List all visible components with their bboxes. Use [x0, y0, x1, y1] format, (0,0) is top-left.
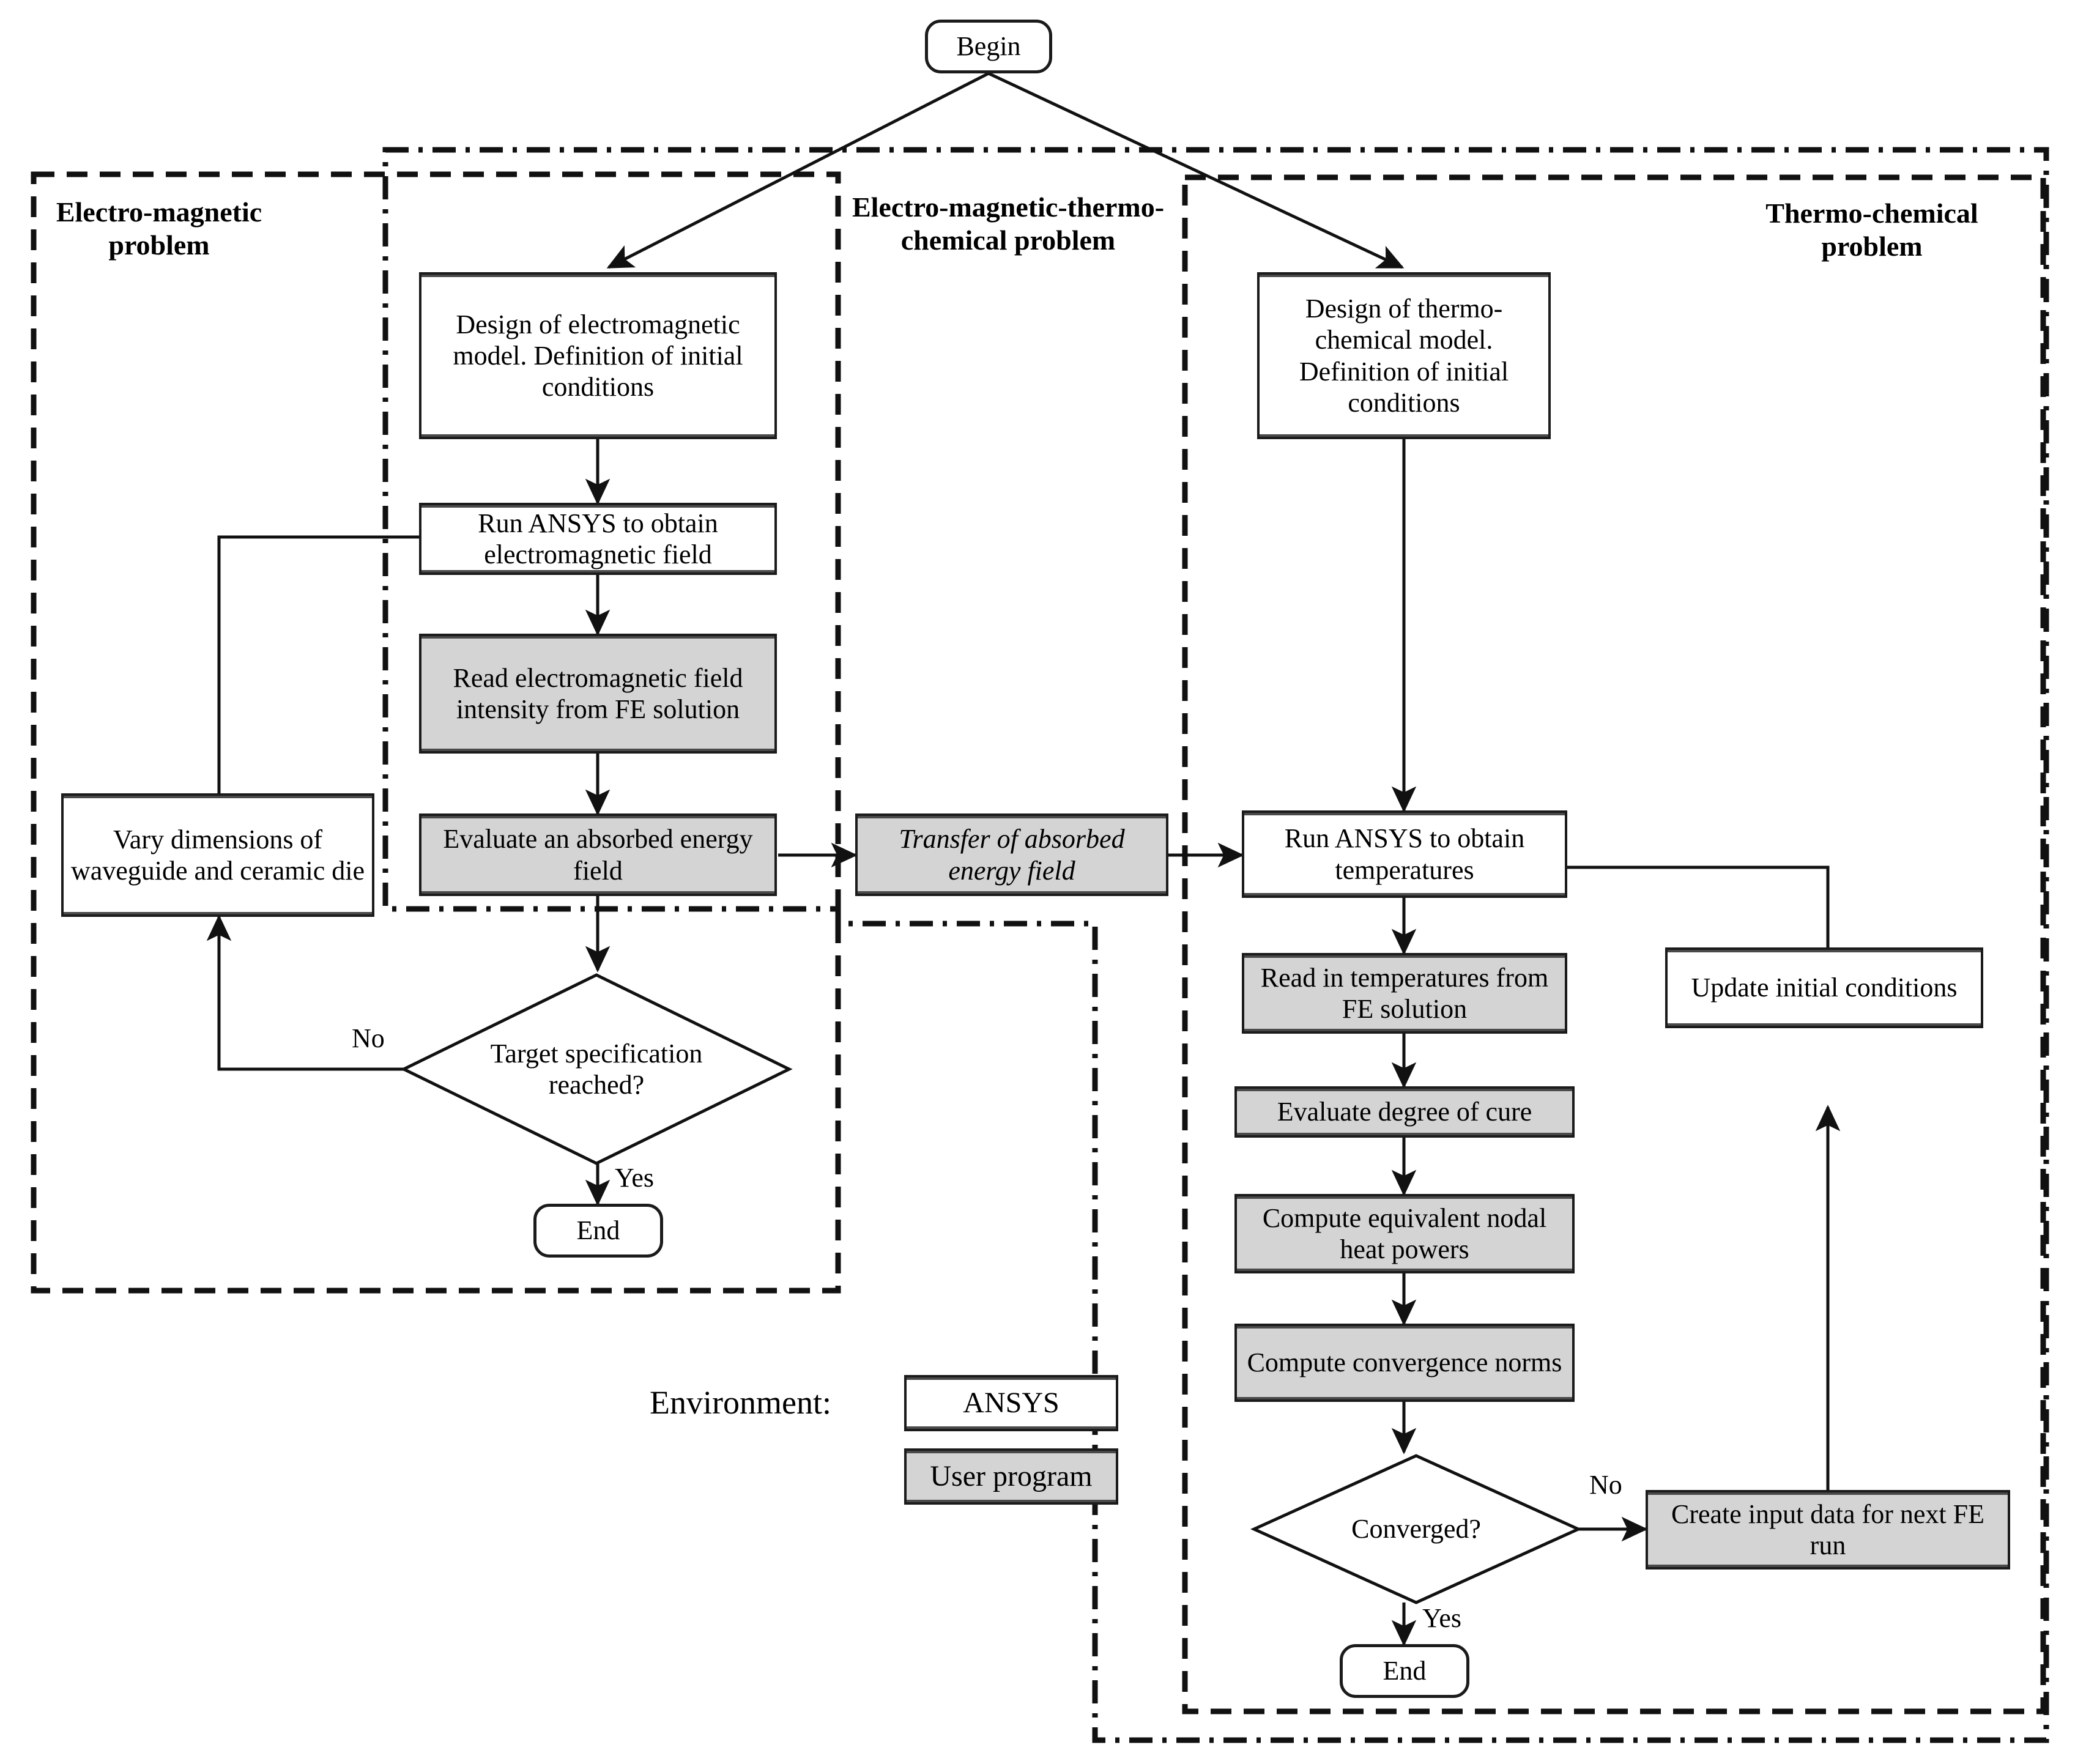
zone-border-tc	[1182, 174, 2046, 1714]
node-begin-label: Begin	[956, 31, 1021, 62]
edge-label-target-no: No	[352, 1023, 385, 1053]
legend-swatch-user-program-label: User program	[930, 1460, 1093, 1493]
node-compute-convergence-norms-label: Compute convergence norms	[1247, 1347, 1562, 1378]
node-end-electromagnetic-label: End	[576, 1215, 620, 1246]
zone-label-electro-magnetic-thermo-chemical: Electro-magnetic-thermo- chemical proble…	[852, 191, 1165, 256]
node-design-thermo-chemical-model[interactable]: Design of thermo-chemical model. Definit…	[1257, 272, 1551, 439]
decision-converged-outline	[1250, 1454, 1583, 1604]
node-create-input-data-label: Create input data for next FE run	[1671, 1499, 1984, 1560]
node-end-thermo-chemical[interactable]: End	[1340, 1644, 1469, 1698]
node-vary-dimensions-label: Vary dimensions of waveguide and ceramic…	[70, 824, 365, 886]
edge-label-converged-no: No	[1589, 1470, 1622, 1500]
zone-label-electro-magnetic: Electro-magnetic problem	[56, 196, 262, 261]
node-run-ansys-electromagnetic-label: Run ANSYS to obtain electromagnetic fiel…	[478, 508, 718, 569]
legend-swatch-ansys-label: ANSYS	[963, 1387, 1060, 1420]
edge-label-target-yes: Yes	[615, 1163, 655, 1193]
node-transfer-absorbed-energy-field-label: Transfer of absorbed energy field	[899, 824, 1125, 886]
node-compute-nodal-heat-powers[interactable]: Compute equivalent nodal heat powers	[1234, 1194, 1575, 1273]
zone-border-em	[31, 171, 841, 1294]
node-run-ansys-temperatures-label: Run ANSYS to obtain temperatures	[1284, 823, 1525, 885]
node-evaluate-degree-of-cure[interactable]: Evaluate degree of cure	[1234, 1086, 1575, 1138]
node-transfer-absorbed-energy-field[interactable]: Transfer of absorbed energy field	[855, 813, 1168, 896]
node-design-electromagnetic-model-label: Design of electromagnetic model. Definit…	[453, 309, 743, 402]
node-update-initial-conditions-label: Update initial conditions	[1691, 973, 1958, 1003]
node-evaluate-absorbed-energy-field[interactable]: Evaluate an absorbed energy field	[419, 813, 777, 896]
node-begin[interactable]: Begin	[925, 20, 1052, 73]
node-create-input-data[interactable]: Create input data for next FE run	[1646, 1490, 2010, 1569]
zone-border-emtc	[382, 147, 2049, 1743]
node-read-in-temperatures-label: Read in temperatures from FE solution	[1260, 962, 1549, 1024]
node-run-ansys-electromagnetic[interactable]: Run ANSYS to obtain electromagnetic fiel…	[419, 503, 777, 575]
node-compute-nodal-heat-powers-label: Compute equivalent nodal heat powers	[1262, 1203, 1547, 1264]
node-read-electromagnetic-field[interactable]: Read electromagnetic field intensity fro…	[419, 634, 777, 754]
node-evaluate-absorbed-energy-field-label: Evaluate an absorbed energy field	[443, 824, 753, 886]
connector-group	[206, 72, 1841, 1647]
node-read-in-temperatures[interactable]: Read in temperatures from FE solution	[1242, 953, 1567, 1034]
legend-swatch-ansys: ANSYS	[904, 1375, 1118, 1431]
node-read-electromagnetic-field-label: Read electromagnetic field intensity fro…	[453, 662, 743, 724]
node-evaluate-degree-of-cure-label: Evaluate degree of cure	[1277, 1097, 1532, 1127]
zone-label-thermo-chemical: Thermo-chemical problem	[1765, 198, 1978, 262]
edge-label-converged-yes: Yes	[1422, 1603, 1462, 1633]
decision-target-spec-outline	[400, 973, 793, 1165]
legend-title: Environment:	[650, 1384, 831, 1421]
node-run-ansys-temperatures[interactable]: Run ANSYS to obtain temperatures	[1242, 810, 1567, 898]
node-design-electromagnetic-model[interactable]: Design of electromagnetic model. Definit…	[419, 272, 777, 439]
node-design-thermo-chemical-model-label: Design of thermo-chemical model. Definit…	[1299, 294, 1509, 418]
legend-swatch-user-program: User program	[904, 1448, 1118, 1505]
node-end-thermo-chemical-label: End	[1383, 1656, 1427, 1686]
node-compute-convergence-norms[interactable]: Compute convergence norms	[1234, 1324, 1575, 1402]
node-vary-dimensions[interactable]: Vary dimensions of waveguide and ceramic…	[61, 793, 374, 917]
node-end-electromagnetic[interactable]: End	[533, 1204, 663, 1258]
node-update-initial-conditions[interactable]: Update initial conditions	[1665, 947, 1983, 1028]
